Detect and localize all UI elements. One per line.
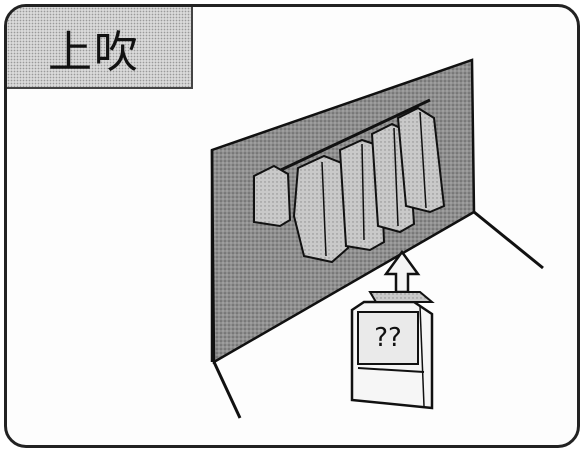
dehumidifier [350,291,435,410]
hanging-rod [267,98,431,178]
appliance-display-text: ?? [374,323,402,353]
mode-label: 上吹 [48,27,140,78]
garment-3 [338,138,386,252]
laundry-garments [253,106,446,264]
garment-1 [253,164,292,228]
floor-lines [212,210,544,419]
garment-5 [396,106,446,214]
illustration-frame: 上吹 [4,4,580,448]
mode-label-box: 上吹 [7,7,193,89]
garment-2 [292,154,350,264]
